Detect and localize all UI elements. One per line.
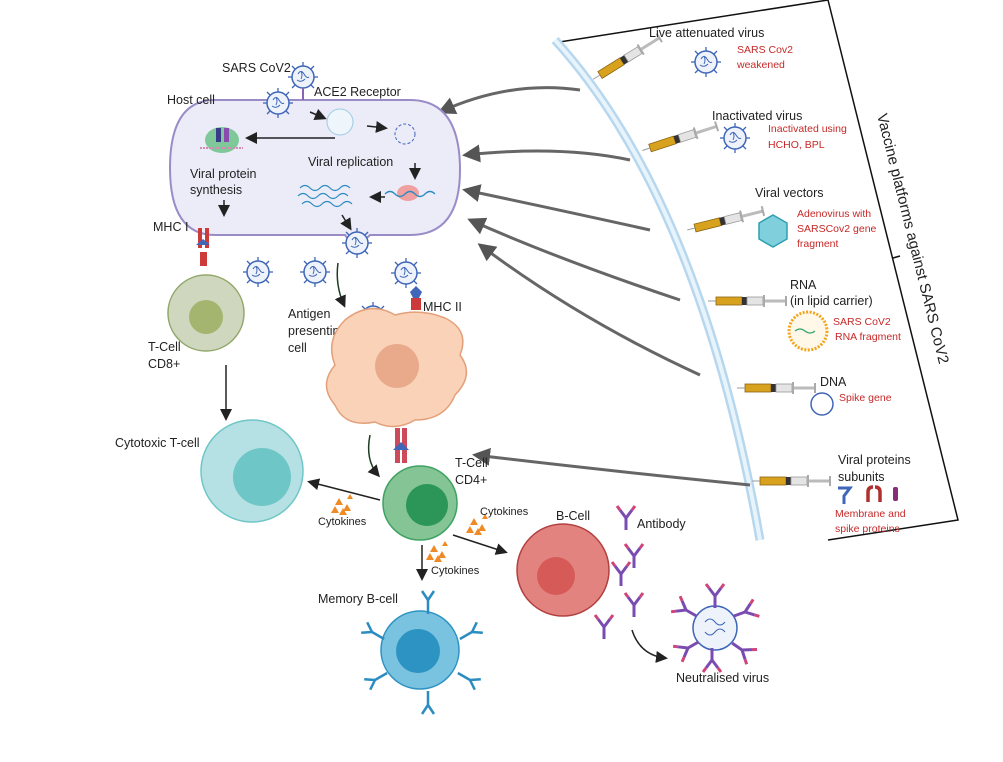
adenovirus-icon [758,214,788,248]
platform-name: Viral proteins [838,453,911,467]
cytokines-label-left: Cytokines [318,516,367,528]
tcell-cd4 [382,465,458,541]
tcell-cd4-label-2: CD4+ [455,473,487,487]
vaccine-bracket [552,0,959,541]
live-virus-icon [690,46,722,78]
apc-label-3: cell [288,341,307,355]
platform-dna: DNA Spike gene [735,375,892,416]
memory-bcell [380,610,460,690]
free-virus [390,257,422,289]
mhc2-receptor-icon [410,286,422,310]
cytokines-label-right: Cytokines [480,506,529,518]
plasmid-icon [810,392,834,416]
platform-name: Inactivated virus [712,109,802,123]
platform-desc: Inactivated using [768,123,847,135]
antibody-icon [610,560,632,588]
antigen-presenting-cell [325,307,468,428]
platform-live-attenuated: Live attenuated virus SARS Cov2 weakened [588,26,793,86]
ribosome-replication-icon [397,185,419,201]
cytokines-icon [331,494,353,515]
mhc2-label: MHC II [423,300,462,314]
platform-desc: fragment [797,238,839,250]
cytokines-label-bottom: Cytokines [431,565,480,577]
sars-cov2-label: SARS CoV2 [222,61,291,75]
tcell-cd8-label-1: T-Cell [148,340,181,354]
platform-desc: RNA fragment [835,331,901,343]
antibody-icon [615,504,637,532]
host-cell-label: Host cell [167,93,215,107]
lipid-carrier-icon [787,310,829,352]
ribosome-icon [200,127,243,153]
platform-viral-vectors: Viral vectors Adenovirus with SARSCov2 g… [684,186,877,250]
platform-desc: Membrane and [835,508,906,520]
platform-desc: SARS Cov2 [737,44,793,56]
spike-protein-icon [838,486,853,504]
apc-cd4-synapse-icon [393,428,409,463]
platform-desc: HCHO, BPL [768,139,825,151]
antibody-label: Antibody [637,517,686,531]
vaccine-arrows [437,86,751,487]
inactivated-virus-icon [719,122,751,154]
platform-desc: weakened [736,59,785,71]
virus-budding [341,227,373,259]
apc-label-2: presenting [288,324,346,338]
platform-name: Viral vectors [755,186,824,200]
platform-desc: Adenovirus with [797,208,871,220]
rna-copies-icon [297,184,353,208]
viral-rna [394,123,416,145]
memory-bcell-label: Memory B-cell [318,592,398,606]
neutralised-virus [669,582,761,674]
platform-desc: spike proteins [835,523,900,535]
ace2-receptor-label: ACE2 Receptor [314,85,401,99]
platform-desc: Spike gene [839,392,892,404]
platform-protein-subunits: Viral proteins subunits Membrane and spi… [750,453,911,535]
bcell [516,523,610,617]
virus-entering [262,87,294,119]
platform-rna: RNA (in lipid carrier) SARS CoV2 RNA fra… [706,278,901,352]
mhc1-label: MHC I [153,220,188,234]
platform-name: (in lipid carrier) [790,294,873,308]
platform-desc: SARS CoV2 [833,316,891,328]
platform-name: DNA [820,375,847,389]
viral-rna-capsule [326,108,354,136]
free-virus [242,256,274,288]
cytotoxic-tcell-label: Cytotoxic T-cell [115,436,200,450]
tcell-cd8-label-2: CD8+ [148,357,180,371]
viral-replication-label: Viral replication [308,155,393,169]
viral-protein-synthesis-label-2: synthesis [190,183,242,197]
platform-name: subunits [838,470,885,484]
apc-label-1: Antigen [288,307,330,321]
envelope-protein-icon [893,487,898,501]
platform-desc: SARSCov2 gene [797,223,877,235]
cytotoxic-tcell [200,419,304,523]
tcell-cd4-label-1: T-Cell [455,456,488,470]
antibody-icon [623,591,645,619]
platform-inactivated: Inactivated virus Inactivated using HCHO… [639,109,847,158]
platform-name: Live attenuated virus [649,26,764,40]
mhc1-receptor-icon [196,228,210,266]
antibody-icon [593,613,615,641]
cytokines-icon [426,541,448,562]
membrane-protein-icon [866,485,882,502]
tcell-cd8 [167,274,245,352]
bcell-label: B-Cell [556,509,590,523]
neutralised-virus-label: Neutralised virus [676,671,769,685]
free-virus [299,256,331,288]
viral-protein-synthesis-label-1: Viral protein [190,167,257,181]
platform-name: RNA [790,278,817,292]
